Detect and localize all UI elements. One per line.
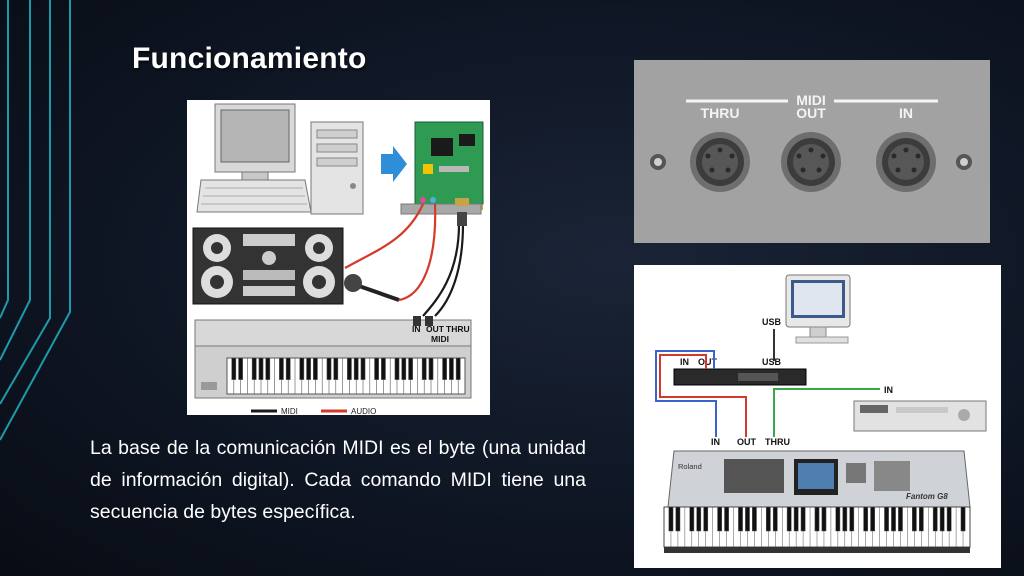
din-socket-thru xyxy=(690,132,750,192)
port-label-in: IN xyxy=(412,324,421,334)
brand-label: Roland xyxy=(678,462,702,471)
slide-title: Funcionamiento xyxy=(132,42,367,75)
sound-card-icon xyxy=(400,121,484,215)
pc-tower-icon xyxy=(310,121,364,215)
legend-audio-label: AUDIO xyxy=(351,407,376,415)
decorative-lines xyxy=(0,0,71,441)
usb-bottom-label: USB xyxy=(762,357,782,367)
photo-midi-label: MIDI xyxy=(796,92,826,108)
kb-out-label: OUT xyxy=(737,437,757,447)
arrow-icon xyxy=(381,146,407,182)
midi-interface-icon xyxy=(673,368,807,386)
photo-out-label: OUT xyxy=(796,105,826,121)
kb-in-label: IN xyxy=(711,437,720,447)
kb-thru-label: THRU xyxy=(765,437,790,447)
interface-out-label: OUT xyxy=(698,357,718,367)
sound-module-icon xyxy=(853,400,987,432)
photo-thru-label: THRU xyxy=(701,105,740,121)
port-label-thru: THRU xyxy=(446,324,470,334)
cables xyxy=(344,203,467,317)
usb-midi-wiring-diagram: USB IN OUT USB IN IN OUT THRU xyxy=(634,265,1001,568)
red-cable xyxy=(659,354,707,377)
din-socket-out xyxy=(781,132,841,192)
midi-setup-diagram: IN OUT THRU MIDI MIDI AUDIO xyxy=(187,100,490,415)
interface-in-label: IN xyxy=(680,357,689,367)
slide-body-text: La base de la comunicación MIDI es el by… xyxy=(90,437,586,523)
stereo-system-icon xyxy=(192,227,344,305)
module-in-label: IN xyxy=(884,385,893,395)
fantom-keyboard-icon xyxy=(663,450,971,553)
keyboard-midi-label: MIDI xyxy=(431,334,449,344)
port-label-out: OUT xyxy=(426,324,445,334)
computer-keyboard-icon xyxy=(196,179,312,213)
midi-ports-photo: MIDI THRU OUT IN xyxy=(634,60,990,243)
green-cable xyxy=(773,388,880,437)
blue-cable xyxy=(655,350,715,375)
synth-keyboard-icon xyxy=(194,319,472,399)
monitor-icon xyxy=(214,103,296,181)
photo-in-label: IN xyxy=(899,105,913,121)
din-socket-in xyxy=(876,132,936,192)
usb-top-label: USB xyxy=(762,317,782,327)
legend-midi-label: MIDI xyxy=(281,407,298,415)
imac-icon xyxy=(785,274,851,344)
microphone-icon xyxy=(344,274,400,302)
model-label: Fantom G8 xyxy=(906,492,948,501)
